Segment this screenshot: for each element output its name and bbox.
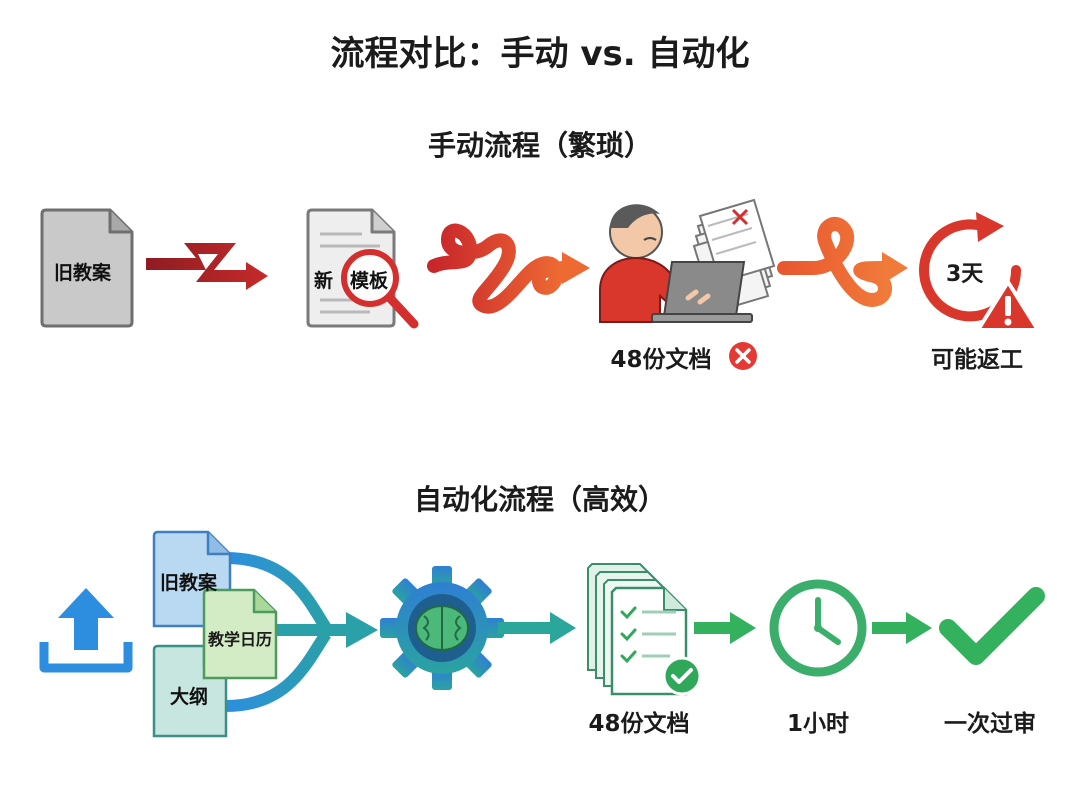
auto-docs-label: 48份文档 — [588, 711, 690, 737]
flow-arrow-3-icon — [872, 612, 932, 644]
doc-old-label: 旧教案 — [160, 572, 218, 594]
doc-calendar-label: 教学日历 — [208, 630, 273, 649]
magnifier-icon — [341, 249, 419, 329]
merge-arrow-icon — [225, 552, 378, 712]
approved-label: 一次过审 — [944, 711, 1036, 737]
rework-label: 可能返工 — [931, 347, 1023, 373]
template-new-label: 新 — [314, 270, 334, 292]
success-check-badge-icon — [662, 656, 702, 696]
template-label: 模板 — [350, 270, 389, 292]
loop-arrow-icon — [777, 217, 908, 307]
stressed-person-icon — [599, 198, 776, 323]
doc-calendar-icon — [202, 588, 278, 680]
auto-time-label: 1小时 — [786, 711, 849, 737]
curly-arrow-icon — [427, 223, 590, 314]
old-doc-label: 旧教案 — [54, 262, 112, 284]
clock-icon — [769, 579, 867, 677]
approved-check-icon — [939, 587, 1045, 665]
manual-time-label: 3天 — [946, 262, 984, 287]
doc-outline-label: 大纲 — [170, 686, 209, 708]
old-lesson-doc-icon — [40, 208, 134, 328]
manual-section-title: 手动流程（繁琐） — [427, 129, 652, 162]
warning-triangle-icon — [976, 280, 1040, 332]
manual-docs-label: 48份文档 — [610, 347, 712, 373]
error-x-icon — [729, 342, 757, 370]
upload-icon — [39, 588, 133, 673]
brain-icon — [415, 605, 469, 651]
flow-arrow-2-icon — [694, 612, 756, 644]
zigzag-arrow-icon — [146, 243, 268, 290]
auto-section-title: 自动化流程（高效） — [413, 483, 666, 516]
flow-arrow-1-icon — [498, 612, 576, 644]
page-title: 流程对比：手动 vs. 自动化 — [330, 34, 750, 74]
